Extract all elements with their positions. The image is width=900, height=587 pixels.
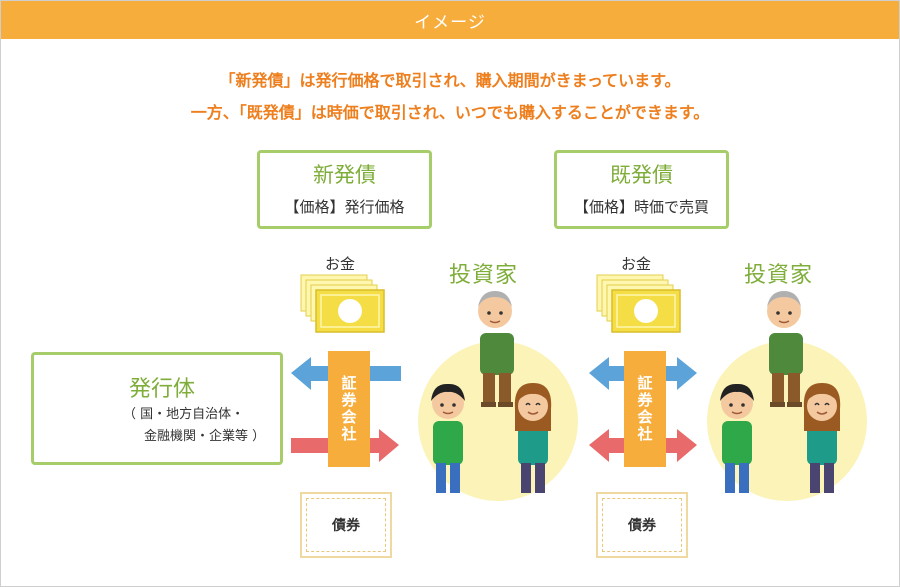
issuer-title: 発行体 [129, 377, 196, 402]
securities-bar-1 [328, 351, 370, 467]
money-icon-1 [300, 274, 385, 333]
issuer-sub-2: 金融機関・企業等 ） [144, 429, 266, 444]
existing-bond-box: 既発債 【価格】時価で売買 [554, 150, 729, 229]
existing-bond-price: 【価格】時価で売買 [573, 198, 709, 216]
header-bar: イメージ [1, 1, 899, 39]
securities-company-label-2: 証券会社 [635, 375, 654, 443]
issuer-sub-1: （ 国・地方自治体・ [123, 407, 245, 422]
girl-icon [803, 383, 841, 493]
elderly-man-icon [478, 291, 514, 407]
investor-group-2 [720, 291, 841, 493]
bond-label-1: 債券 [332, 518, 360, 534]
investor-label-2: 投資家 [744, 263, 814, 288]
securities-company-label-1: 証券会社 [339, 375, 358, 443]
boy-icon [720, 383, 754, 493]
elderly-man-icon [767, 291, 803, 407]
investor-group-1 [431, 291, 552, 493]
securities-bar-2 [624, 351, 666, 467]
bond-label-2: 債券 [628, 518, 656, 534]
money-icon-2 [596, 274, 681, 333]
header-title: イメージ [414, 12, 486, 33]
bond-certificate-1: 債券 [300, 492, 392, 558]
bond-certificate-2: 債券 [596, 492, 688, 558]
existing-bond-title: 既発債 [610, 163, 673, 187]
money-label-1: お金 [325, 255, 356, 273]
new-bond-price: 【価格】発行価格 [284, 198, 405, 216]
girl-icon [514, 383, 552, 493]
intro-line-1: 「新発債」は発行価格で取引され、購入期間がきまっています。 [219, 71, 681, 90]
new-bond-title: 新発債 [313, 163, 376, 187]
new-bond-box: 新発債 【価格】発行価格 [257, 150, 432, 229]
money-label-2: お金 [621, 255, 652, 273]
intro-line-2: 一方、「既発債」は時価で取引され、いつでも購入することができます。 [190, 103, 710, 122]
issuer-box [31, 352, 283, 465]
boy-icon [431, 383, 465, 493]
investor-label-1: 投資家 [449, 263, 519, 288]
intro-text: 「新発債」は発行価格で取引され、購入期間がきまっています。 一方、「既発債」は時… [1, 65, 899, 129]
